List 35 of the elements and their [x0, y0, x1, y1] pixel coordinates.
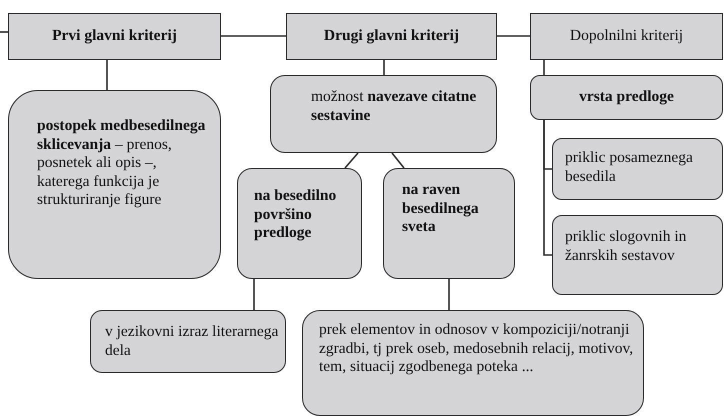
box-text: prek elementov in odnosov v kompoziciji/notranji zgradbi, tj prek oseb, medosebnih relacij, motivov, tem, situacij zgodbenega poteka ...	[319, 321, 634, 377]
box-text: možnost navezave citatne sestavine	[311, 88, 478, 126]
connector-line	[0, 31, 8, 33]
connector-line	[391, 152, 405, 168]
header-box	[530, 13, 723, 60]
rounded-box	[552, 215, 723, 295]
header-box	[286, 13, 497, 60]
box-text: priklic posameznega besedila	[565, 149, 694, 186]
connector-line	[383, 60, 385, 75]
rounded-box	[237, 168, 362, 279]
connector-line	[448, 279, 450, 310]
rounded-box	[8, 90, 221, 279]
box-text: vrsta predloge	[579, 88, 674, 107]
box-text: v jezikovni izraz literarnega dela	[105, 323, 279, 360]
connector-line	[106, 60, 108, 90]
connector-line	[344, 152, 359, 169]
connector-line	[253, 279, 255, 310]
box-text: Dopolnilni kriterij	[570, 27, 684, 46]
rounded-box	[302, 310, 644, 416]
rounded-box	[552, 138, 723, 200]
box-text: na raven besedilnega sveta	[402, 181, 480, 237]
rounded-box	[530, 75, 723, 120]
connector-line	[497, 35, 530, 37]
box-text: Drugi glavni kriterij	[324, 27, 460, 46]
rounded-box	[383, 168, 515, 279]
connector-line	[543, 60, 545, 75]
box-text: Prvi glavni kriterij	[52, 27, 177, 46]
connector-line	[221, 35, 286, 37]
rounded-box	[270, 75, 497, 153]
box-text: priklic slogovnih in žanrskih sestavov	[565, 228, 688, 266]
header-box	[8, 13, 221, 60]
rounded-box	[90, 310, 286, 373]
box-text: postopek medbesedilnega sklicevanja – prenos, posnetek ali opis –, katerega funkcija je strukturiranje figure	[37, 117, 206, 210]
box-text: na besedilno površino predloge	[254, 187, 338, 243]
connector-line	[543, 120, 552, 256]
